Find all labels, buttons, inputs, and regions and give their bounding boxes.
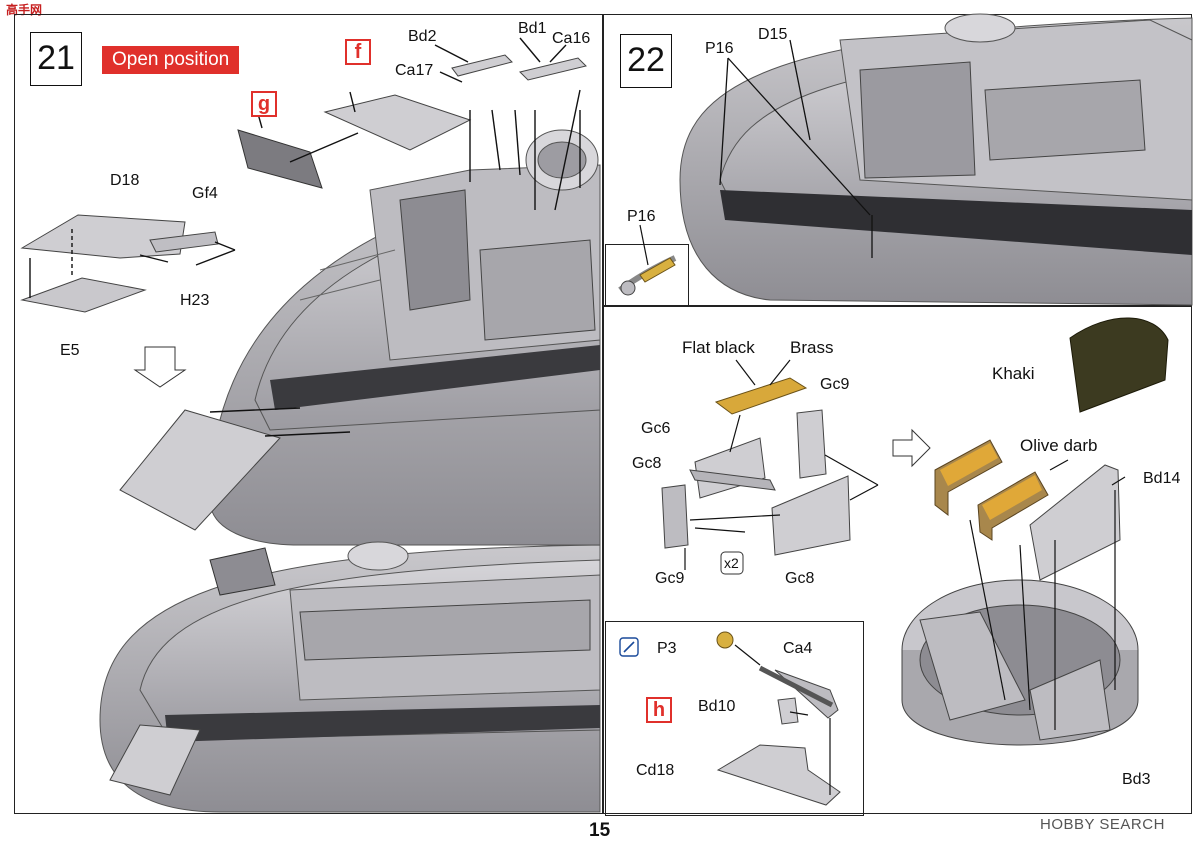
- inset-p16-box: [605, 244, 689, 306]
- label-d18: D18: [110, 172, 140, 189]
- label-ca4: Ca4: [783, 640, 813, 657]
- label-bd2: Bd2: [408, 28, 437, 45]
- right-arrow-icon: [892, 428, 931, 468]
- label-gc9-top: Gc9: [820, 376, 850, 393]
- label-cd18: Cd18: [636, 762, 675, 779]
- subassembly-h-box: h: [646, 697, 672, 723]
- label-flat-black: Flat black: [682, 338, 755, 357]
- hull-step21-result: [99, 541, 601, 813]
- arrows-step22: [719, 39, 873, 258]
- inset-h-box: [605, 621, 864, 816]
- label-khaki: Khaki: [992, 364, 1035, 383]
- divider-vertical: [602, 14, 604, 814]
- label-gc6: Gc6: [641, 420, 671, 437]
- arrows-ammo: [684, 359, 879, 570]
- ammo-parts: [661, 377, 851, 575]
- label-bd10: Bd10: [698, 698, 736, 715]
- label-h23: H23: [180, 292, 210, 309]
- subassembly-g-box: g: [251, 91, 277, 117]
- subassembly-f-box: f: [345, 39, 371, 65]
- inset-p16: [618, 224, 677, 296]
- label-gc8-bottom: Gc8: [785, 570, 815, 587]
- label-ca16: Ca16: [552, 30, 591, 47]
- label-p16-inset: P16: [627, 208, 656, 225]
- label-gf4: Gf4: [192, 185, 218, 202]
- hull-step22: [679, 13, 1193, 306]
- step-number-22: 22: [620, 34, 672, 88]
- label-e5: E5: [60, 342, 80, 359]
- hull-step21: [209, 129, 601, 546]
- label-bd14: Bd14: [1143, 470, 1181, 487]
- arrows-turret: [969, 459, 1126, 730]
- divider-right-horizontal: [602, 305, 1192, 307]
- paint-icon: [619, 637, 639, 657]
- open-position-badge: Open position: [102, 46, 240, 74]
- sub-h: [716, 631, 841, 806]
- arrows-step21: [29, 37, 581, 437]
- watermark: HOBBY SEARCH: [1040, 816, 1165, 833]
- label-brass: Brass: [790, 338, 834, 357]
- page-number: 15: [589, 820, 611, 841]
- step-number-21: 21: [30, 32, 82, 86]
- label-gc8-left: Gc8: [632, 455, 662, 472]
- label-x2: x2: [724, 555, 739, 571]
- label-olive-drab: Olive darb: [1020, 436, 1098, 455]
- ammo-boxes-olive: [934, 317, 1169, 581]
- label-d15: D15: [758, 26, 788, 43]
- label-ca17: Ca17: [395, 62, 434, 79]
- label-bd1: Bd1: [518, 20, 547, 37]
- parts-step21: [20, 54, 587, 531]
- down-arrow-icon: [133, 346, 187, 388]
- site-logo: 高手网: [6, 3, 43, 17]
- label-p3: P3: [657, 640, 677, 657]
- turret-ring: [901, 579, 1139, 746]
- label-gc9-bottom: Gc9: [655, 570, 685, 587]
- label-p16: P16: [705, 40, 734, 57]
- label-bd3: Bd3: [1122, 771, 1151, 788]
